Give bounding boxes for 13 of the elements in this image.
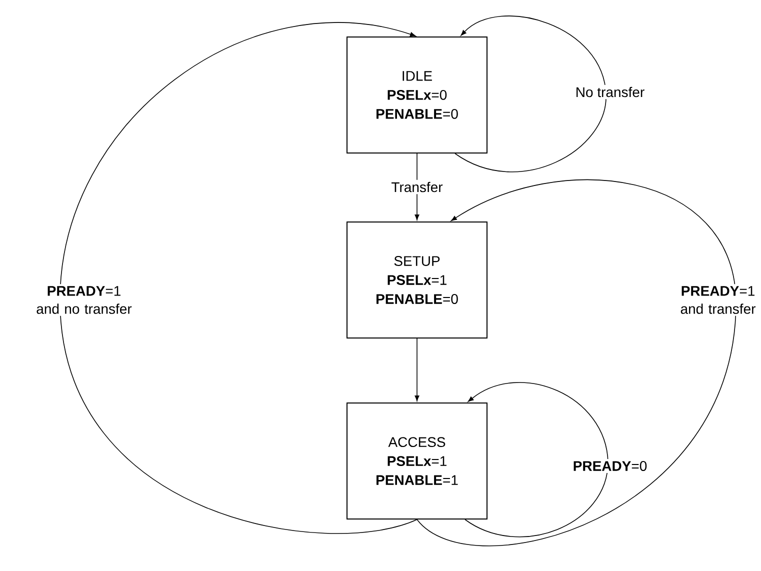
edge-label: Transfer [389,180,445,194]
edge-label: PREADY=1 and transfer [668,284,761,316]
arrow [464,382,608,537]
arrow [414,338,420,402]
state-box: IDLE PSELx=0 PENABLE=0 [346,36,488,154]
edge-label: No transfer [573,84,647,100]
edge-label: PREADY=0 [570,459,650,473]
arrow [416,180,736,546]
state-box: ACCESS PSELx=1 PENABLE=1 [346,402,488,520]
arrow [454,16,606,172]
state-box: SETUP PSELx=1 PENABLE=0 [346,222,488,338]
edge-label: PREADY=1 and no transfer [30,284,138,316]
arrow [60,22,418,534]
